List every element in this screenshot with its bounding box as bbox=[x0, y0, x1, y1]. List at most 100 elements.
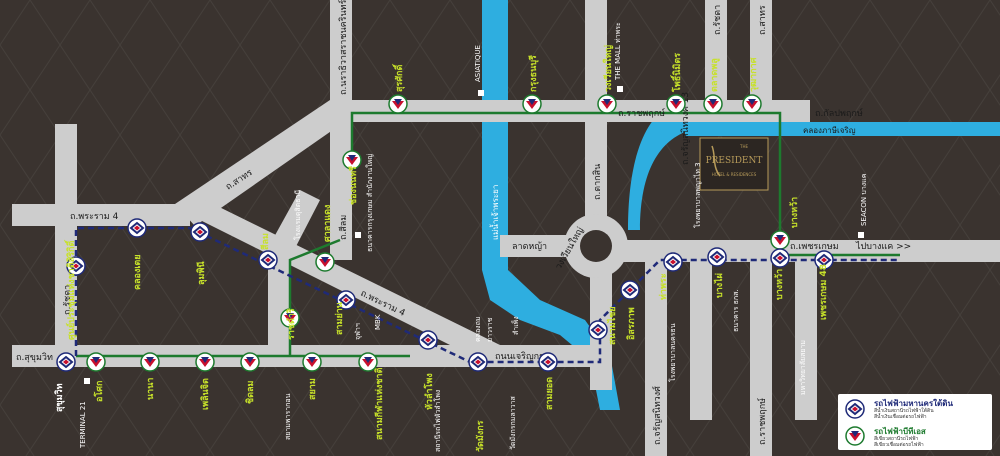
chinatown-label: ยาวราช bbox=[486, 317, 494, 342]
hotel-name: PRESIDENT bbox=[706, 156, 763, 166]
road-phetkasem-label: ถ.เพชรเกษม bbox=[790, 242, 839, 252]
label-siam: สยาม bbox=[308, 378, 318, 400]
label-silom-mrt: สีลม bbox=[260, 233, 271, 251]
label-ratchadamri: ราชดำริ bbox=[286, 308, 297, 340]
label-lumphini: ลุมพินี bbox=[196, 261, 207, 285]
bts-pho-nimit-icon[interactable] bbox=[666, 94, 686, 114]
wongwian-yai-center bbox=[580, 230, 612, 262]
mrt-wat-mangkon-icon[interactable] bbox=[468, 352, 488, 372]
hotel-marker[interactable]: THE PRESIDENT HOTEL & RESIDENCES bbox=[699, 137, 769, 191]
legend-mrt-note-1: สีน้ำเงินสถานีรถไฟฟ้าใต้ดิน bbox=[874, 408, 934, 414]
road-ratchaphruek-label: ถ.ราชพฤกษ์ bbox=[618, 107, 665, 119]
hotel-prefix: THE bbox=[739, 144, 748, 149]
road-kalapaphruek-label: ถ.กัลปพฤกษ์ bbox=[815, 107, 863, 119]
label-wongwian-yai: วงเวียนใหญ่ bbox=[602, 45, 614, 92]
bts-wongwian-yai-icon[interactable] bbox=[597, 94, 617, 114]
road-ratchada-top-label: ถ.รัชดา bbox=[713, 5, 723, 35]
label-sanam-chai: สนามไชย bbox=[606, 306, 618, 345]
bts-wutthakat-icon[interactable] bbox=[742, 94, 762, 114]
map-legend: รถไฟฟ้ามหานครใต้ดิน สีน้ำเงินสถานีรถไฟฟ้… bbox=[838, 394, 992, 450]
mrt-hua-lamphong-icon[interactable] bbox=[418, 330, 438, 350]
bts-asok-icon[interactable] bbox=[86, 352, 106, 372]
hospital-pinklao-label: โรงพยาบาลพญาไท 3 bbox=[693, 162, 702, 228]
label-phloen-chit: เพลินจิต bbox=[200, 378, 211, 410]
label-sukhumvit-mrt: สุขุมวิท bbox=[54, 383, 65, 412]
legend-bts-icon bbox=[845, 426, 865, 446]
jubilee-label: จุฬาฯ bbox=[354, 323, 362, 340]
road-charansanitwong-label: ถ.จรัญสนิทวงศ์ bbox=[651, 386, 663, 445]
label-tha-phra: ท่าพระ bbox=[658, 273, 669, 300]
mrt-sukhumvit-icon[interactable] bbox=[56, 352, 76, 372]
label-national-stadium: สนามกีฬาแห่งชาติ bbox=[374, 367, 385, 440]
road-silom-label: ถ.สีลม bbox=[338, 215, 349, 240]
road-ratchada-vertical bbox=[55, 124, 77, 367]
label-asok: อโศก bbox=[93, 381, 105, 402]
mbk-label: MBK bbox=[374, 314, 382, 330]
samyan-market-label: สยามพารากอน bbox=[284, 393, 292, 440]
bank-hq-label: ธนาคารกรุงเกษม สำนักงานใหญ่ bbox=[365, 154, 374, 252]
legend-mrt-row: รถไฟฟ้ามหานครใต้ดิน สีน้ำเงินสถานีรถไฟฟ้… bbox=[838, 394, 992, 422]
legend-mrt-title: รถไฟฟ้ามหานครใต้ดิน bbox=[874, 399, 953, 408]
chao-phraya-river bbox=[482, 0, 620, 410]
bts-bang-wa-icon[interactable] bbox=[770, 230, 790, 250]
road-sathorn-diagonal bbox=[175, 100, 350, 226]
road-bang-khae-label: ไปบางแค >> bbox=[855, 241, 911, 252]
road-ratchaphruek-south bbox=[750, 260, 772, 456]
mrt-sam-yot-icon[interactable] bbox=[538, 352, 558, 372]
road-tak-sin-label: ถ.ตากสิน bbox=[592, 164, 603, 200]
road-vertical-right bbox=[795, 260, 817, 420]
road-ratchaphruek-south-label: ถ.ราชพฤกษ์ bbox=[756, 398, 768, 445]
the-mall-label: THE MALL ท่าพระ bbox=[614, 22, 622, 81]
label-phetkasem-48: เพชรเกษม 48 bbox=[819, 264, 829, 320]
label-sam-yot: สามยอด bbox=[545, 377, 555, 410]
legend-bts-row: รถไฟฟ้าบีทีเอส สีเขียวสถานีรถไฟฟ้า สีเขี… bbox=[838, 422, 992, 450]
label-sam-yan: สามย่าน bbox=[334, 301, 345, 335]
terminal21-label: TERMINAL 21 bbox=[79, 401, 87, 449]
bts-phloen-chit-icon[interactable] bbox=[195, 352, 215, 372]
mrt-silom-icon[interactable] bbox=[258, 250, 278, 270]
legend-mrt-icon bbox=[845, 399, 865, 419]
mrt-itsaraphap-icon[interactable] bbox=[620, 280, 640, 300]
bts-sala-daeng-icon[interactable] bbox=[315, 252, 335, 272]
bts-surasak-icon[interactable] bbox=[388, 94, 408, 114]
mrt-sanam-chai-icon[interactable] bbox=[588, 320, 608, 340]
mrt-tha-phra-icon[interactable] bbox=[663, 252, 683, 272]
label-chit-lom: ชิดลม bbox=[245, 381, 256, 404]
mrt-bang-wa-icon[interactable] bbox=[770, 248, 790, 268]
road-ratchada-top bbox=[705, 0, 727, 122]
road-vertical-mid bbox=[690, 260, 712, 420]
bts-chit-lom-icon[interactable] bbox=[240, 352, 260, 372]
bts-krung-thon-buri-icon[interactable] bbox=[522, 94, 542, 114]
label-sala-daeng: ศาลาแดง bbox=[323, 205, 333, 242]
khlong-thom-label: คลองถม bbox=[474, 317, 482, 342]
legend-bts-note-2: สีเขียวเชื่อมต่อรถไฟฟ้า bbox=[874, 442, 924, 448]
road-ratchada-label: ถ.รัชดา bbox=[63, 285, 73, 315]
road-sukhumvit-label: ถ.สุขุมวิท bbox=[16, 352, 53, 363]
label-itsaraphap: อิสรภาพ bbox=[626, 307, 637, 340]
road-narathiwat bbox=[330, 0, 352, 260]
road-rama4-label: ถ.พระราม 4 bbox=[70, 212, 119, 222]
label-bang-wa: บางหว้า bbox=[789, 197, 800, 228]
mrt-khlong-toei-icon[interactable] bbox=[127, 218, 147, 238]
road-charansanitwong bbox=[645, 260, 667, 456]
hua-lamphong-station-label: สถานีรถไฟหัวลำโพง bbox=[433, 390, 442, 452]
mrt-lumphini-icon[interactable] bbox=[190, 222, 210, 242]
label-chong-nonsi: ช่องนนทรี bbox=[348, 166, 359, 205]
label-hua-lamphong: หัวลำโพง bbox=[423, 373, 435, 410]
road-rama4-diagonal bbox=[190, 200, 500, 365]
university-label: มหาวิทยาลัยสยาม bbox=[799, 340, 807, 395]
label-queen-sirikit: ศูนย์ประชุมแห่งชาติสิริกิติ์ bbox=[64, 239, 77, 340]
mrt-bang-phai-icon[interactable] bbox=[707, 247, 727, 267]
canal-branch bbox=[628, 118, 690, 230]
road-sathorn-top bbox=[750, 0, 772, 122]
legend-bts-note-1: สีเขียวสถานีรถไฟฟ้า bbox=[874, 436, 919, 442]
road-silom-diagonal bbox=[268, 190, 320, 258]
road-charoen-krung-label: ถนนเจริญกรุง bbox=[495, 351, 548, 362]
label-wat-mangkon: วัดมังกร bbox=[475, 420, 486, 452]
bts-talat-phlu-icon[interactable] bbox=[703, 94, 723, 114]
sampheng-label: สำเพ็ง bbox=[511, 316, 520, 335]
bts-nana-icon[interactable] bbox=[140, 352, 160, 372]
road-narathiwat-label: ถ.นราธิวาสราชนครินทร์ bbox=[337, 0, 349, 95]
bts-siam-icon[interactable] bbox=[302, 352, 322, 372]
